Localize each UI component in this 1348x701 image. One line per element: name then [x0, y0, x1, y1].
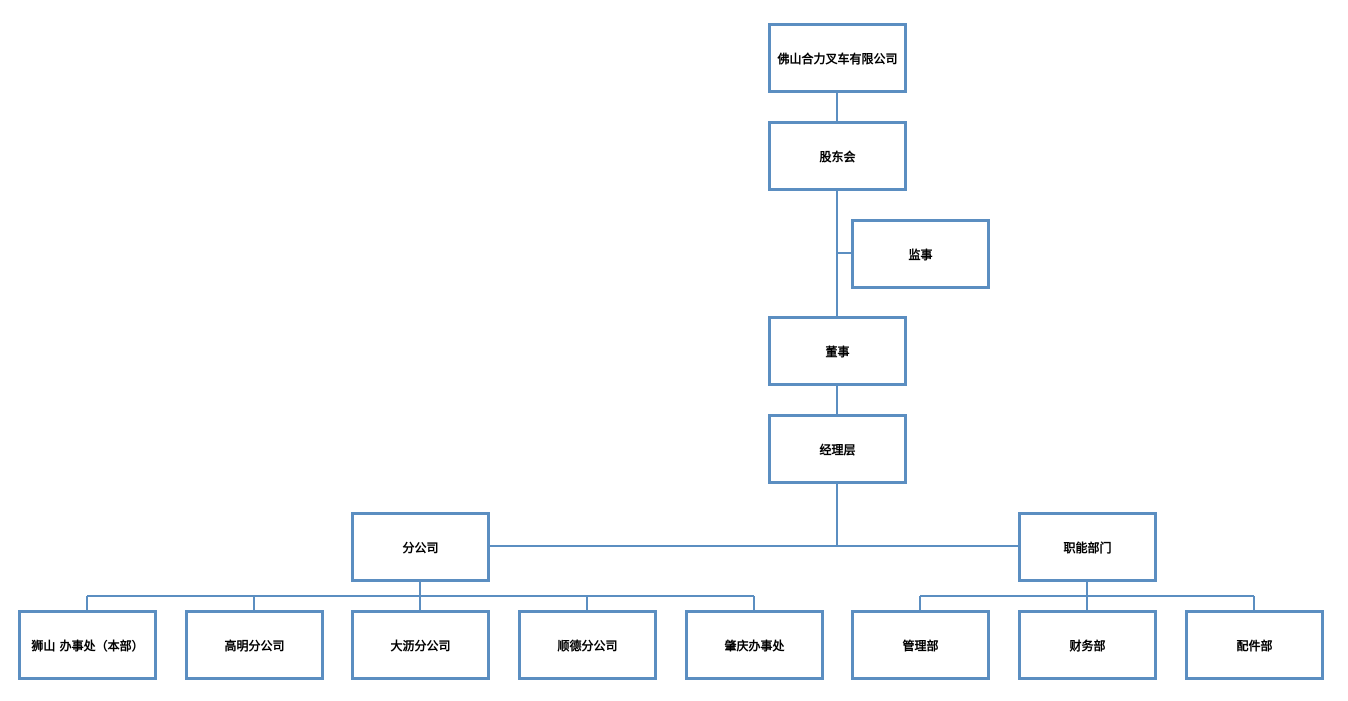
node-branch-dali: 大沥分公司	[351, 610, 490, 680]
node-dept-parts: 配件部	[1185, 610, 1324, 680]
node-dept-parts-label: 配件部	[1236, 638, 1273, 653]
node-management: 经理层	[768, 414, 907, 484]
node-branches-label: 分公司	[402, 540, 439, 555]
node-branch-zhaoqing-label: 肇庆办事处	[724, 638, 785, 653]
node-dept-finance: 财务部	[1018, 610, 1157, 680]
node-dept-management-label: 管理部	[902, 638, 939, 653]
node-board: 董事	[768, 316, 907, 386]
node-branch-shishan: 狮山 办事处（本部）	[18, 610, 157, 680]
node-company-label: 佛山合力叉车有限公司	[777, 51, 898, 66]
node-supervisor: 监事	[851, 219, 990, 289]
node-branch-shunde-label: 顺德分公司	[557, 638, 618, 653]
node-board-label: 董事	[825, 344, 850, 359]
node-dept-management: 管理部	[851, 610, 990, 680]
node-departments: 职能部门	[1018, 512, 1157, 582]
node-shareholders-label: 股东会	[819, 149, 856, 164]
node-company: 佛山合力叉车有限公司	[768, 23, 907, 93]
node-shareholders: 股东会	[768, 121, 907, 191]
node-management-label: 经理层	[819, 442, 856, 457]
node-branch-dali-label: 大沥分公司	[390, 638, 451, 653]
node-branch-shunde: 顺德分公司	[518, 610, 657, 680]
node-branch-gaoming-label: 高明分公司	[224, 638, 285, 653]
node-branch-shishan-label: 狮山 办事处（本部）	[31, 638, 144, 653]
node-branch-gaoming: 高明分公司	[185, 610, 324, 680]
node-branches: 分公司	[351, 512, 490, 582]
node-departments-label: 职能部门	[1063, 540, 1112, 555]
node-supervisor-label: 监事	[908, 247, 933, 262]
node-dept-finance-label: 财务部	[1069, 638, 1106, 653]
node-branch-zhaoqing: 肇庆办事处	[685, 610, 824, 680]
